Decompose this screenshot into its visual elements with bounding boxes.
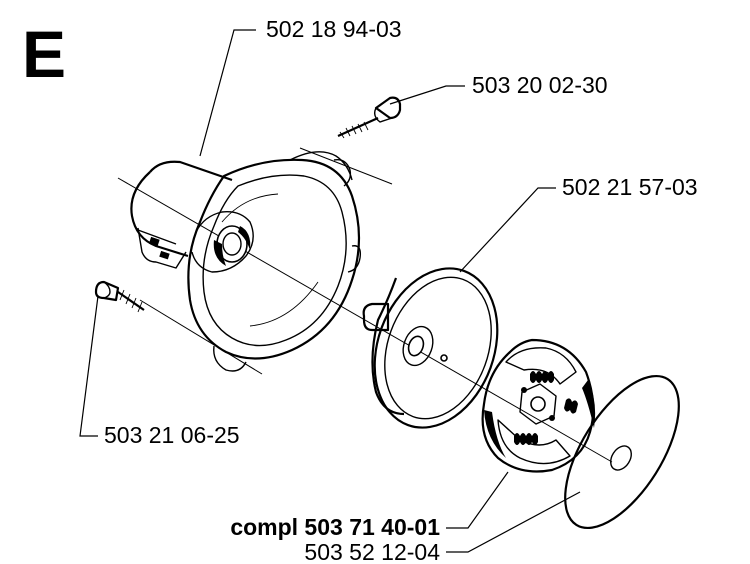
assembly-axis-lines	[117, 147, 613, 463]
clutch-assembly-drawing	[481, 338, 596, 473]
part-labels: 502 18 94-03 503 20 02-30 502 21 57-03 5…	[104, 16, 698, 564]
section-letter: E	[22, 17, 66, 91]
leader-housing	[199, 29, 256, 157]
label-clutch-drum: 502 21 57-03	[562, 174, 698, 200]
leader-lines	[79, 29, 581, 553]
label-screw-left: 503 21 06-25	[104, 422, 240, 448]
screw-top-drawing	[337, 96, 402, 139]
leader-washer	[446, 491, 581, 553]
clutch-drum-drawing	[362, 267, 499, 429]
leader-screw-top	[389, 85, 465, 105]
clutch-housing-drawing	[130, 151, 362, 372]
label-housing: 502 18 94-03	[266, 16, 402, 42]
label-washer: 503 52 12-04	[304, 539, 440, 564]
leader-clutch-drum	[459, 187, 556, 273]
leader-screw-left	[79, 295, 99, 437]
leader-clutch-assembly	[446, 471, 509, 529]
washer-drawing	[564, 374, 680, 530]
screw-left-drawing	[94, 280, 145, 313]
label-screw-top: 503 20 02-30	[472, 72, 608, 98]
label-clutch-assembly: compl 503 71 40-01	[230, 514, 440, 540]
